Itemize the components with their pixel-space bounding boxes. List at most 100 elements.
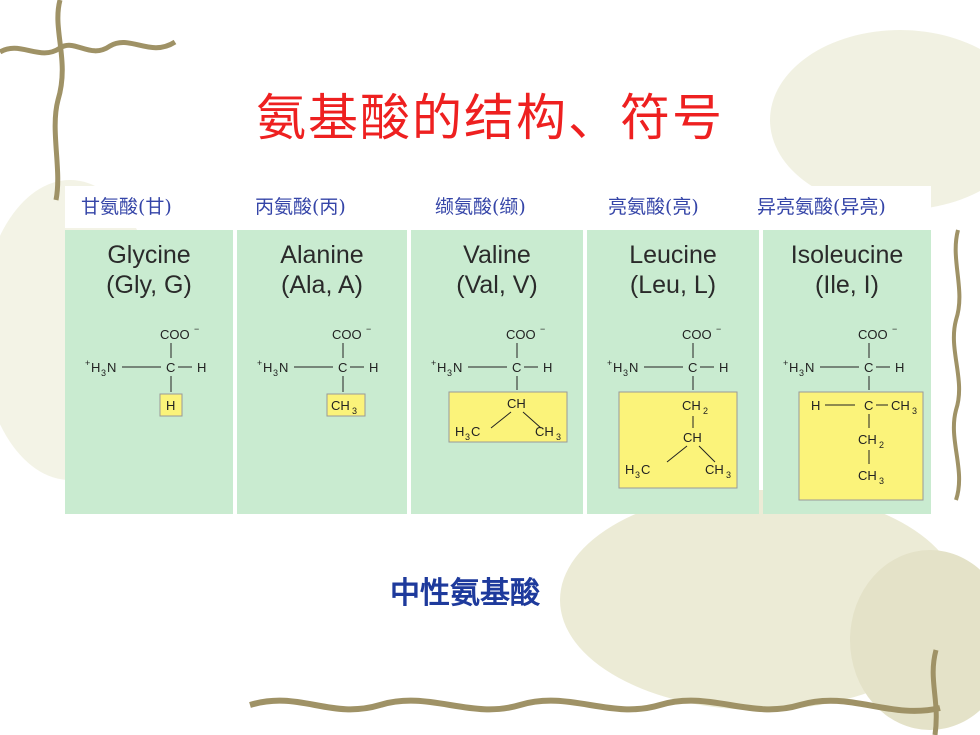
amino-acid-name: Isoleucine — [790, 241, 904, 269]
svg-text:COO: COO — [858, 327, 888, 342]
svg-text:H: H — [166, 398, 175, 413]
vine-top-horizontal — [0, 39, 177, 56]
svg-text:H: H — [91, 360, 100, 375]
svg-text:N: N — [279, 360, 288, 375]
svg-text:H: H — [625, 462, 634, 477]
subtitle: 中性氨基酸 — [390, 576, 540, 611]
svg-text:CH: CH — [683, 430, 702, 445]
svg-text:3: 3 — [726, 470, 731, 480]
svg-text:3: 3 — [556, 432, 561, 442]
vine-bottom — [249, 697, 941, 714]
vine-bottom-corner — [930, 649, 939, 735]
svg-text:−: − — [892, 324, 897, 334]
header-row: 甘氨酸(甘) 丙氨酸(丙) 缬氨酸(缬) 亮氨酸(亮) 异亮氨酸(异亮) — [65, 186, 931, 228]
svg-text:+: + — [85, 358, 90, 368]
amino-acid-abbr: (Gly, G) — [106, 271, 192, 299]
svg-text:2: 2 — [879, 440, 884, 450]
vine-right — [951, 229, 962, 501]
svg-text:N: N — [805, 360, 814, 375]
amino-acid-abbr: (Val, V) — [456, 271, 538, 299]
svg-text:H: H — [811, 398, 820, 413]
svg-text:H: H — [369, 360, 378, 375]
svg-text:CH: CH — [858, 432, 877, 447]
svg-text:3: 3 — [879, 476, 884, 486]
amino-acid-name: Valine — [463, 241, 531, 269]
svg-text:CH: CH — [858, 468, 877, 483]
svg-text:CH: CH — [507, 396, 526, 411]
svg-text:CH: CH — [331, 398, 350, 413]
svg-text:CH: CH — [705, 462, 724, 477]
svg-text:N: N — [453, 360, 462, 375]
leaf-shape-corner — [850, 550, 980, 730]
svg-text:H: H — [455, 424, 464, 439]
svg-text:H: H — [197, 360, 206, 375]
svg-text:COO: COO — [506, 327, 536, 342]
svg-text:H: H — [613, 360, 622, 375]
amino-acid-abbr: (Leu, L) — [629, 271, 717, 299]
svg-text:H: H — [437, 360, 446, 375]
svg-text:C: C — [512, 360, 521, 375]
amino-acid-name: Leucine — [629, 241, 717, 269]
svg-text:C: C — [641, 462, 650, 477]
svg-text:+: + — [783, 358, 788, 368]
svg-text:3: 3 — [101, 368, 106, 378]
svg-text:H: H — [895, 360, 904, 375]
svg-text:3: 3 — [447, 368, 452, 378]
svg-text:3: 3 — [912, 406, 917, 416]
svg-text:COO: COO — [682, 327, 712, 342]
svg-text:CH: CH — [682, 398, 701, 413]
svg-text:C: C — [864, 398, 873, 413]
amino-acid-table: 甘氨酸(甘) 丙氨酸(丙) 缬氨酸(缬) 亮氨酸(亮) 异亮氨酸(异亮) Gly… — [65, 186, 931, 516]
svg-text:H: H — [719, 360, 728, 375]
amino-acid-name: Alanine — [280, 241, 364, 269]
svg-text:H: H — [789, 360, 798, 375]
svg-text:−: − — [366, 324, 371, 334]
svg-text:H: H — [263, 360, 272, 375]
svg-text:3: 3 — [799, 368, 804, 378]
svg-text:CH: CH — [891, 398, 910, 413]
svg-text:CH: CH — [535, 424, 554, 439]
svg-text:3: 3 — [273, 368, 278, 378]
svg-text:C: C — [688, 360, 697, 375]
svg-text:+: + — [257, 358, 262, 368]
svg-text:+: + — [607, 358, 612, 368]
svg-text:H: H — [543, 360, 552, 375]
svg-text:3: 3 — [352, 406, 357, 416]
header-valine: 缬氨酸(缬) — [435, 196, 526, 218]
svg-text:N: N — [107, 360, 116, 375]
svg-text:COO: COO — [332, 327, 362, 342]
svg-text:−: − — [194, 324, 199, 334]
svg-text:2: 2 — [703, 406, 708, 416]
svg-text:3: 3 — [465, 432, 470, 442]
amino-acid-name: Glycine — [107, 241, 191, 269]
header-glycine: 甘氨酸(甘) — [81, 196, 172, 218]
amino-acid-abbr: (Ala, A) — [281, 271, 363, 299]
page-title: 氨基酸的结构、符号 — [256, 89, 724, 147]
svg-text:C: C — [338, 360, 347, 375]
leaf-shape-top-right — [770, 30, 980, 210]
svg-text:−: − — [716, 324, 721, 334]
header-alanine: 丙氨酸(丙) — [255, 196, 346, 218]
svg-text:C: C — [864, 360, 873, 375]
svg-text:+: + — [431, 358, 436, 368]
svg-text:3: 3 — [623, 368, 628, 378]
svg-text:C: C — [471, 424, 480, 439]
header-isoleucine: 异亮氨酸(异亮) — [757, 196, 886, 218]
svg-text:3: 3 — [635, 470, 640, 480]
svg-text:C: C — [166, 360, 175, 375]
header-leucine: 亮氨酸(亮) — [608, 196, 699, 218]
svg-text:COO: COO — [160, 327, 190, 342]
svg-text:−: − — [540, 324, 545, 334]
amino-acid-abbr: (Ile, I) — [815, 271, 879, 299]
vine-top-vertical — [52, 0, 65, 201]
